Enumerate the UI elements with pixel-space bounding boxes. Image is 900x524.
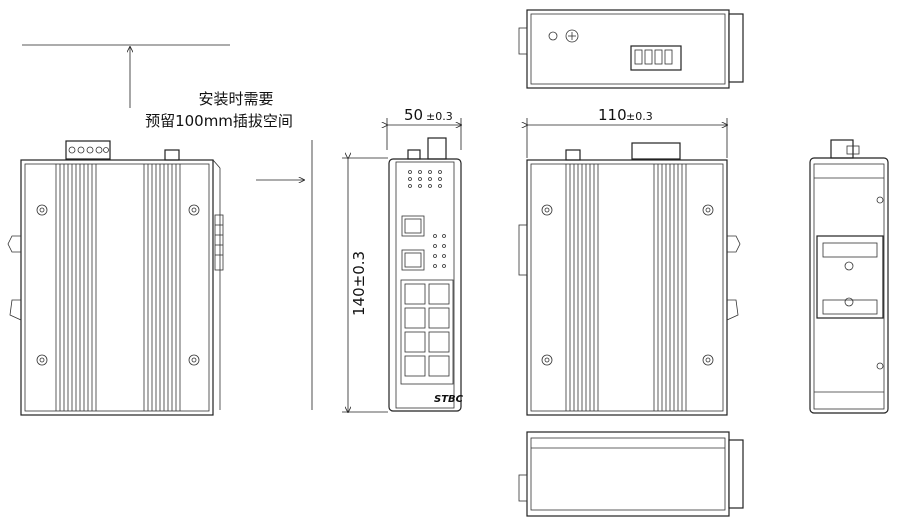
install-note-line2: 预留100mm插拔空间 — [145, 112, 293, 130]
front-view: 50 ±0.3 140±0.3 — [342, 106, 464, 412]
insertion-clearance-annotation: 安装时需要 预留100mm插拔空间 — [22, 44, 313, 410]
depth-dimension: 110 — [598, 106, 627, 124]
back-view — [809, 139, 889, 414]
height-dimension: 140±0.3 — [350, 251, 368, 316]
width-dimension: 50 — [404, 106, 423, 124]
left-side-view — [7, 140, 224, 416]
brand-logo: STBC — [434, 394, 464, 405]
install-note-line1: 安装时需要 — [198, 90, 273, 108]
left-ribs — [55, 164, 181, 411]
width-tolerance: ±0.3 — [426, 110, 453, 123]
side-view-depth: 110 ±0.3 — [518, 106, 741, 416]
rj45-ports — [404, 283, 450, 377]
bottom-view — [518, 431, 744, 517]
top-view — [518, 9, 744, 89]
depth-tolerance: ±0.3 — [626, 110, 653, 123]
led-indicators — [408, 170, 442, 188]
